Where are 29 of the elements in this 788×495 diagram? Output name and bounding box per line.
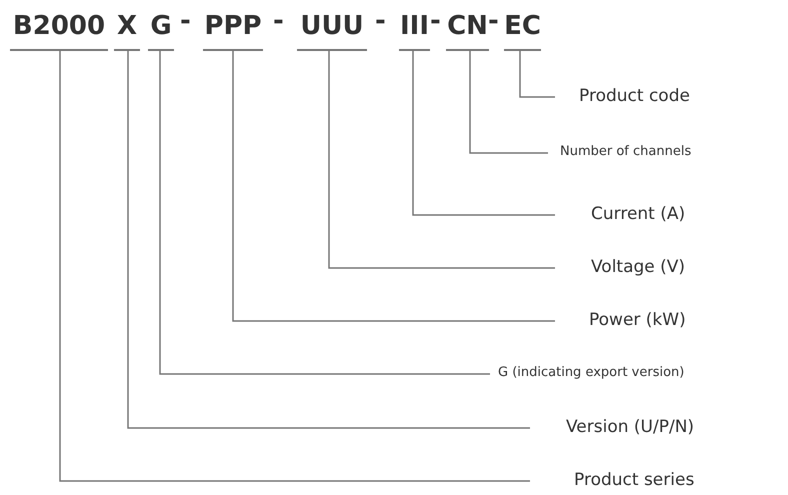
code-segment: III — [399, 6, 430, 51]
code-segment: B2000 — [10, 6, 108, 51]
separator: - — [180, 6, 191, 36]
code-segment: CN — [446, 6, 489, 51]
segment-description: Number of channels — [548, 143, 692, 161]
code-segment: X — [114, 6, 140, 51]
segment-description: Product code — [555, 85, 690, 107]
leader-line — [328, 51, 555, 269]
leader-line — [469, 51, 548, 154]
segment-description: G (indicating export version) — [490, 364, 684, 382]
separator: - — [273, 6, 284, 36]
separator: - — [375, 6, 386, 36]
leader-line — [232, 51, 555, 322]
leader-line — [127, 51, 530, 429]
leader-line — [412, 51, 555, 216]
leader-line — [59, 51, 530, 482]
separator: - — [488, 6, 499, 36]
code-segment: UUU — [297, 6, 367, 51]
leader-line — [519, 51, 555, 98]
segment-description: Product series — [530, 469, 694, 491]
separator: - — [430, 6, 441, 36]
code-segment: G — [148, 6, 174, 51]
segment-description: Version (U/P/N) — [530, 416, 694, 438]
segment-description: Power (kW) — [555, 309, 686, 331]
leader-line — [159, 51, 490, 375]
segment-description: Current (A) — [555, 203, 686, 225]
code-segment: EC — [504, 6, 541, 51]
segment-description: Voltage (V) — [555, 256, 686, 278]
code-segment: PPP — [203, 6, 263, 51]
